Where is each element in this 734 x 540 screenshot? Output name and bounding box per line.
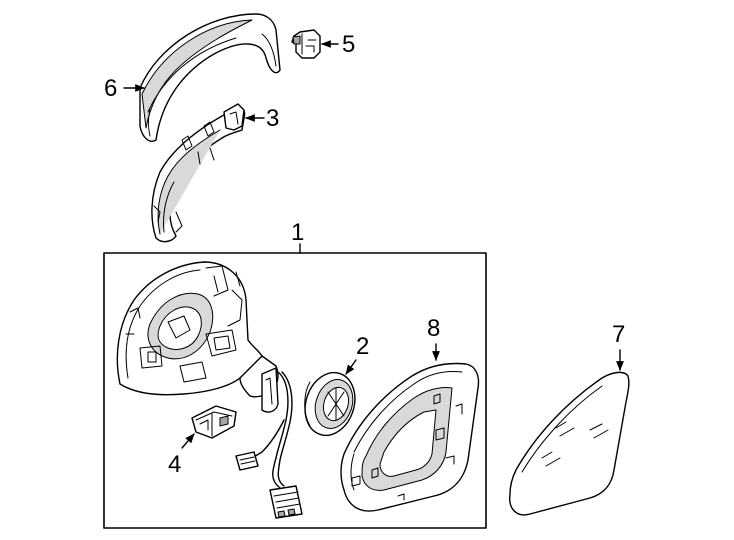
callout-3-label: 3	[266, 105, 279, 132]
part-6-mirror-cap[interactable]	[139, 13, 281, 142]
part-3-turn-signal-lamp[interactable]	[151, 103, 246, 243]
part-4-module[interactable]	[191, 405, 237, 439]
part-8-mirror-backing[interactable]	[340, 362, 480, 512]
callout-8-label: 8	[427, 315, 440, 342]
callout-4-leader	[181, 433, 195, 449]
callout-5-label: 5	[342, 31, 355, 58]
part-2-motor[interactable]	[297, 366, 362, 442]
callout-6-label: 6	[104, 75, 117, 102]
assembly-box	[103, 252, 487, 529]
callout-4-label: 4	[168, 451, 181, 478]
part-7-mirror-glass[interactable]	[509, 371, 630, 516]
part-1-mirror-housing[interactable]	[116, 261, 303, 519]
callout-1-label: 1	[291, 219, 304, 246]
callout-2-leader	[345, 359, 357, 375]
part-5-clip[interactable]	[291, 29, 321, 59]
callout-7-label: 7	[612, 321, 625, 348]
callout-2-label: 2	[356, 333, 369, 360]
